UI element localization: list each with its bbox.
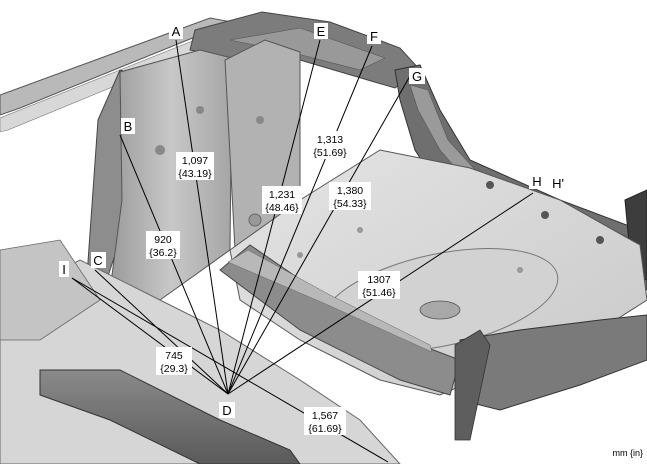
measurement-g-d-mm: 1,380 xyxy=(337,185,363,197)
vehicle-body-illustration xyxy=(0,11,647,464)
measurement-c-d-mm: 745 xyxy=(165,350,183,362)
point-label-d: D xyxy=(222,403,231,418)
unit-note: mm {in} xyxy=(612,448,643,458)
dim-line-e-d xyxy=(227,39,321,395)
measurement-h-d-in: {51.46} xyxy=(362,287,396,299)
point-label-h-prime: H' xyxy=(552,176,564,191)
measurement-i-d-mm: 1,567 xyxy=(312,410,338,422)
measurement-e-d-in: {48.46} xyxy=(265,202,299,214)
measurement-g-d-in: {54.33} xyxy=(333,198,367,210)
measurement-i-d: 1,567 {61.69} xyxy=(304,407,346,435)
measurement-c-d: 745 {29.3} xyxy=(156,347,192,375)
measurement-g-d: 1,380 {54.33} xyxy=(329,182,371,210)
dim-line-i-d xyxy=(71,277,229,395)
point-label-b: B xyxy=(124,119,133,134)
measurement-callouts: 1,097 {43.19} 920 {36.2} 1,231 {48.46} 1… xyxy=(146,131,400,435)
point-label-h: H xyxy=(532,174,541,189)
measurement-a-d: 1,097 {43.19} xyxy=(176,152,214,180)
measurement-f-d-mm: 1,313 xyxy=(317,134,343,146)
measurement-b-d-in: {36.2} xyxy=(149,247,177,259)
dim-line-b-d xyxy=(119,134,229,395)
point-labels: A B C D E F G H H' I xyxy=(59,23,568,418)
measurement-h-d: 1307 {51.46} xyxy=(358,271,400,299)
measurement-e-d-mm: 1,231 xyxy=(269,189,295,201)
measurement-b-d-mm: 920 xyxy=(154,234,172,246)
point-label-c: C xyxy=(93,253,102,268)
point-label-g: G xyxy=(412,69,422,84)
measurement-f-d-in: {51.69} xyxy=(313,147,347,159)
dim-line-c-d xyxy=(94,269,229,395)
point-label-e: E xyxy=(317,24,326,39)
measurement-a-d-in: {43.19} xyxy=(178,168,212,180)
measurement-a-d-mm: 1,097 xyxy=(182,155,208,167)
measurement-c-d-in: {29.3} xyxy=(160,363,188,375)
point-label-i: I xyxy=(62,262,66,277)
dim-line-f-d xyxy=(227,45,373,395)
point-label-f: F xyxy=(370,29,378,44)
dim-line-a-d xyxy=(175,39,229,395)
dim-line-g-d xyxy=(227,75,411,395)
measurement-e-d: 1,231 {48.46} xyxy=(262,186,302,214)
measurement-i-d-in: {61.69} xyxy=(308,423,342,435)
measurement-b-d: 920 {36.2} xyxy=(146,231,180,259)
measurement-h-d-mm: 1307 xyxy=(367,274,391,286)
measurement-f-d: 1,313 {51.69} xyxy=(310,131,350,159)
point-label-a: A xyxy=(172,24,181,39)
